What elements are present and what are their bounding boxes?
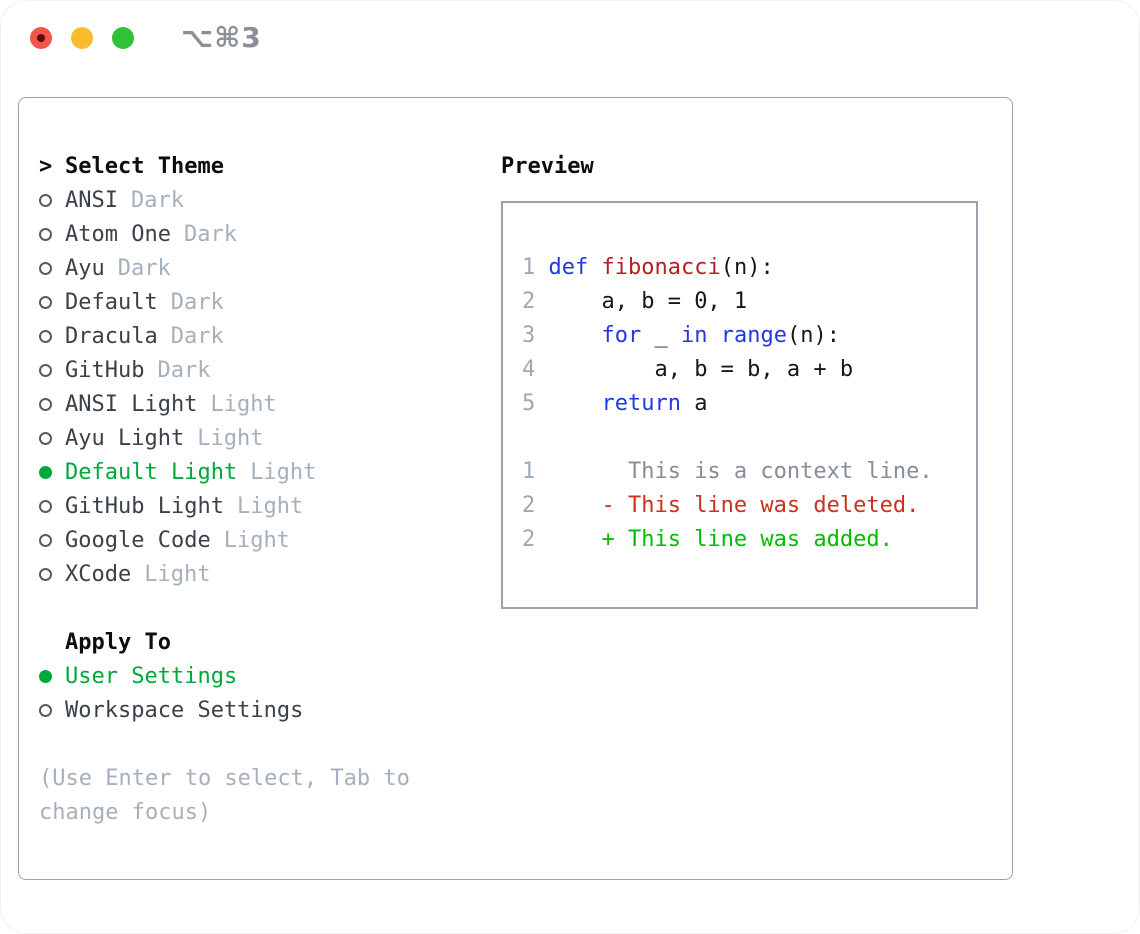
- apply-to-heading: Apply To: [65, 629, 171, 655]
- theme-option-ayu-light[interactable]: Ayu Light Light: [39, 421, 410, 455]
- option-label: Default: [65, 289, 158, 315]
- preview-code-line: 2 a, b = 0, 1: [522, 289, 748, 314]
- preview-column: Preview 1 def fibonacci(n): 2 a, b = 0, 1…: [501, 149, 978, 609]
- zoom-button-icon[interactable]: [112, 27, 134, 49]
- theme-option-ayu[interactable]: Ayu Dark: [39, 251, 410, 285]
- radio-unselected-icon: [39, 397, 52, 411]
- option-label: GitHub: [65, 357, 145, 383]
- option-variant-tag: Light: [236, 493, 304, 519]
- preview-code-line: 5 return a: [522, 391, 708, 416]
- theme-option-default-light[interactable]: Default Light Light: [39, 455, 410, 489]
- line-number: 1: [522, 459, 536, 484]
- option-variant-tag: Light: [144, 561, 211, 587]
- option-variant-tag: Dark: [170, 323, 224, 349]
- preview-code-line: 2 - This line was deleted.: [522, 493, 920, 518]
- apply-to-heading-row: Apply To: [39, 625, 410, 659]
- preview-code-line: 1 This is a context line.: [522, 459, 933, 484]
- line-number: 2: [522, 289, 536, 314]
- radio-unselected-icon: [39, 533, 52, 547]
- apply-option-workspace-settings[interactable]: Workspace Settings: [39, 693, 410, 727]
- theme-option-github-light[interactable]: GitHub Light Light: [39, 489, 410, 523]
- option-label: GitHub Light: [65, 493, 224, 519]
- radio-unselected-icon: [39, 227, 52, 241]
- radio-unselected-icon: [39, 295, 52, 309]
- line-number: 2: [522, 493, 536, 518]
- radio-unselected-icon: [39, 329, 52, 343]
- radio-unselected-icon: [39, 261, 52, 275]
- option-variant-tag: Light: [250, 459, 317, 485]
- preview-box: 1 def fibonacci(n): 2 a, b = 0, 1 3 for _ …: [501, 201, 978, 609]
- theme-option-dracula[interactable]: Dracula Dark: [39, 319, 410, 353]
- radio-unselected-icon: [39, 703, 52, 717]
- select-theme-heading-row: > Select Theme: [39, 149, 410, 183]
- option-label: Atom One: [65, 221, 171, 247]
- radio-selected-icon: [39, 465, 52, 479]
- option-variant-tag: Dark: [170, 289, 224, 315]
- theme-option-google-code[interactable]: Google Code Light: [39, 523, 410, 557]
- option-variant-tag: Light: [223, 527, 290, 553]
- select-theme-heading: Select Theme: [65, 153, 224, 179]
- option-variant-tag: Dark: [130, 187, 184, 213]
- option-variant-tag: Dark: [157, 357, 211, 383]
- titlebar: ⌥⌘3: [30, 21, 262, 54]
- theme-option-ansi[interactable]: ANSI Dark: [39, 183, 410, 217]
- option-label: Ayu: [65, 255, 105, 281]
- theme-option-xcode[interactable]: XCode Light: [39, 557, 410, 591]
- option-label: Workspace Settings: [65, 697, 304, 723]
- keyboard-shortcut-label: ⌥⌘3: [181, 21, 262, 54]
- option-label: ANSI: [65, 187, 118, 213]
- spacer: [39, 591, 410, 625]
- preview-code-line: [522, 421, 976, 455]
- radio-unselected-icon: [39, 567, 52, 581]
- option-label: Ayu Light: [65, 425, 185, 451]
- line-number: 5: [522, 391, 536, 416]
- option-label: XCode: [65, 561, 132, 587]
- minimize-button-icon[interactable]: [71, 27, 93, 49]
- option-label: User Settings: [65, 663, 238, 689]
- option-label: Google Code: [65, 527, 211, 553]
- option-variant-tag: Light: [210, 391, 277, 417]
- line-number: 4: [522, 357, 536, 382]
- help-text-line-2: change focus): [39, 799, 212, 825]
- theme-option-atom-one[interactable]: Atom One Dark: [39, 217, 410, 251]
- option-label: ANSI Light: [65, 391, 198, 417]
- focus-caret-icon: >: [39, 153, 53, 179]
- spacer: [39, 727, 410, 761]
- help-text-line-1: (Use Enter to select, Tab to: [39, 765, 410, 791]
- theme-option-default[interactable]: Default Dark: [39, 285, 410, 319]
- option-variant-tag: Dark: [117, 255, 171, 281]
- preview-code-line: 1 def fibonacci(n):: [522, 255, 774, 280]
- apply-option-user-settings[interactable]: User Settings: [39, 659, 410, 693]
- close-button-icon[interactable]: [30, 27, 52, 49]
- radio-unselected-icon: [39, 499, 52, 513]
- line-number: 2: [522, 527, 536, 552]
- preview-heading: Preview: [501, 153, 594, 179]
- option-variant-tag: Light: [197, 425, 264, 451]
- theme-option-github[interactable]: GitHub Dark: [39, 353, 410, 387]
- preview-code-line: 2 + This line was added.: [522, 527, 893, 552]
- option-label: Default Light: [65, 459, 238, 485]
- line-number: 3: [522, 323, 536, 348]
- radio-unselected-icon: [39, 363, 52, 377]
- line-number: 1: [522, 255, 536, 280]
- option-variant-tag: Dark: [183, 221, 237, 247]
- radio-unselected-icon: [39, 193, 52, 207]
- option-label: Dracula: [65, 323, 158, 349]
- radio-selected-icon: [39, 669, 52, 683]
- preview-code-line: 3 for _ in range(n):: [522, 323, 840, 348]
- theme-option-ansi-light[interactable]: ANSI Light Light: [39, 387, 410, 421]
- radio-unselected-icon: [39, 431, 52, 445]
- preview-code-line: 4 a, b = b, a + b: [522, 357, 854, 382]
